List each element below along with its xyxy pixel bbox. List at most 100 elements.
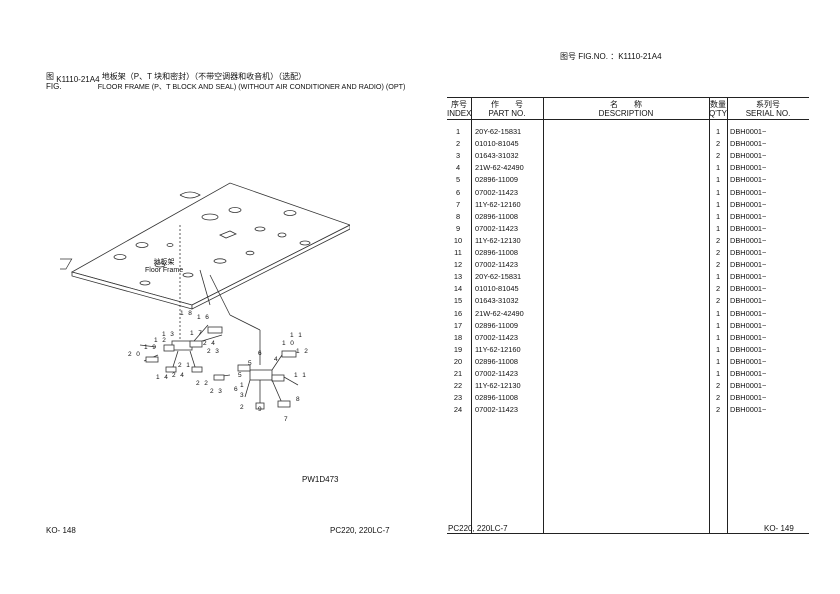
right-model: PC220, 220LC-7 xyxy=(448,524,508,533)
row-serial: DBH0001~ xyxy=(730,187,767,197)
row-part-no: 01643-31032 xyxy=(475,296,519,306)
row-index: 21 xyxy=(453,369,463,378)
row-index: 14 xyxy=(453,284,463,294)
table-row: 1401010-81045...........................… xyxy=(447,283,809,295)
row-part-no: 01010-81045 xyxy=(475,139,519,149)
table-row: 2302896-11008...........................… xyxy=(447,392,809,404)
row-index: 1 xyxy=(455,127,461,136)
callout-21: 2 1 xyxy=(178,362,191,369)
row-index: 5 xyxy=(455,175,461,185)
callout-6a: 6 xyxy=(258,350,263,357)
row-qty: 1 xyxy=(715,344,721,354)
row-serial: DBH0001~ xyxy=(730,272,767,282)
row-part-no: 21W-62-42490 xyxy=(475,163,524,173)
row-part-no: 02896-11009 xyxy=(475,175,519,185)
row-index: 18 xyxy=(453,332,463,342)
row-serial: DBH0001~ xyxy=(730,163,767,173)
table-row: 1207002-11423...........................… xyxy=(447,259,809,271)
row-part-no: 02896-11008 xyxy=(475,248,519,257)
row-part-no: 20Y-62-15831 xyxy=(475,127,522,136)
row-qty: 1 xyxy=(715,356,721,366)
row-serial: DBH0001~ xyxy=(730,127,767,136)
row-part-no: 02896-11008 xyxy=(475,211,519,221)
row-serial: DBH0001~ xyxy=(730,344,767,354)
row-part-no: 02896-11009 xyxy=(475,320,519,330)
row-part-no: 20Y-62-15831 xyxy=(475,272,522,282)
callout-8: 8 xyxy=(296,396,301,403)
callout-24a: 2 4 xyxy=(203,340,216,347)
row-qty: 2 xyxy=(715,260,721,270)
row-part-no: 02896-11008 xyxy=(475,356,519,366)
table-row: 201010-81045............................… xyxy=(447,138,809,150)
row-index: 10 xyxy=(453,235,463,245)
row-part-no: 07002-11423 xyxy=(475,223,519,233)
row-serial: DBH0001~ xyxy=(730,211,767,221)
table-row: 1102896-11008...........................… xyxy=(447,247,809,259)
row-serial: DBH0001~ xyxy=(730,260,767,270)
row-index: 20 xyxy=(453,356,463,366)
floor-label-cn: 地板架 xyxy=(153,259,175,266)
table-row: 120Y-62-15831...........................… xyxy=(447,126,809,138)
callout-1: 1 xyxy=(240,382,245,389)
row-index: 6 xyxy=(455,187,461,197)
row-qty: 1 xyxy=(715,320,721,330)
callout-22: 2 2 xyxy=(196,380,209,387)
table-row: 2107002-11423...........................… xyxy=(447,368,809,380)
callout-17: 1 7 xyxy=(190,330,203,337)
fig-prefix-cn: 图 xyxy=(46,72,54,81)
callout-18: 1 8 xyxy=(180,310,193,317)
row-qty: 1 xyxy=(715,127,721,136)
row-part-no: 01010-81045 xyxy=(475,284,519,294)
row-part-no: 11Y-62-12160 xyxy=(475,344,521,354)
row-part-no: 07002-11423 xyxy=(475,405,519,415)
row-part-no: 21W-62-42490 xyxy=(475,308,524,318)
left-figure-title: 图 K1110-21A4 地板架（P、T 块和密封）（不带空调器和收音机）（选配… xyxy=(46,72,426,92)
row-part-no: 11Y-62-12160 xyxy=(475,199,521,209)
callout-23a: 2 3 xyxy=(207,348,220,355)
table-row: 2211Y-62-12130..........................… xyxy=(447,380,809,392)
row-part-no: 01643-31032 xyxy=(475,151,519,161)
row-index: 22 xyxy=(453,381,463,391)
row-qty: 1 xyxy=(715,369,721,378)
title-cn: 地板架（P、T 块和密封）（不带空调器和收音机）（选配） xyxy=(101,72,307,81)
row-serial: DBH0001~ xyxy=(730,296,767,306)
table-row: 2002896-11008...........................… xyxy=(447,356,809,368)
row-serial: DBH0001~ xyxy=(730,320,767,330)
title-en: FLOOR FRAME (P、T BLOCK AND SEAL) (WITHOU… xyxy=(97,82,406,91)
row-qty: 1 xyxy=(715,187,721,197)
row-serial: DBH0001~ xyxy=(730,199,767,209)
callout-12: 1 2 xyxy=(154,337,167,344)
row-index: 11 xyxy=(454,248,462,257)
right-page-number: KO- 149 xyxy=(764,524,794,533)
row-part-no: 07002-11423 xyxy=(475,369,519,378)
row-qty: 2 xyxy=(715,296,721,306)
row-qty: 2 xyxy=(715,393,721,403)
callout-14: 1 4 xyxy=(156,374,169,381)
row-part-no: 07002-11423 xyxy=(475,187,519,197)
row-serial: DBH0001~ xyxy=(730,405,767,415)
row-part-no: 11Y-62-12130 xyxy=(475,235,521,245)
row-part-no: 11Y-62-12130 xyxy=(475,381,521,391)
right-fig-label: 图号 FIG.NO. ：K1110-21A4 xyxy=(560,52,662,61)
row-qty: 2 xyxy=(715,381,721,391)
callout-9: 9 xyxy=(258,406,263,413)
row-index: 8 xyxy=(455,211,461,221)
callout-5b: 5 xyxy=(238,372,243,379)
row-serial: DBH0001~ xyxy=(730,223,767,233)
callout-19: 1 9 xyxy=(144,344,157,351)
table-row: 907002-11423............................… xyxy=(447,223,809,235)
row-qty: 1 xyxy=(715,199,721,209)
row-qty: 2 xyxy=(715,284,721,294)
left-page-number: KO- 148 xyxy=(46,526,76,535)
row-part-no: 07002-11423 xyxy=(475,260,519,270)
row-serial: DBH0001~ xyxy=(730,248,767,257)
row-index: 12 xyxy=(453,260,463,270)
row-part-no: 02896-11008 xyxy=(475,393,519,403)
row-serial: DBH0001~ xyxy=(730,235,767,245)
row-qty: 1 xyxy=(715,211,721,221)
row-qty: 2 xyxy=(715,139,721,149)
